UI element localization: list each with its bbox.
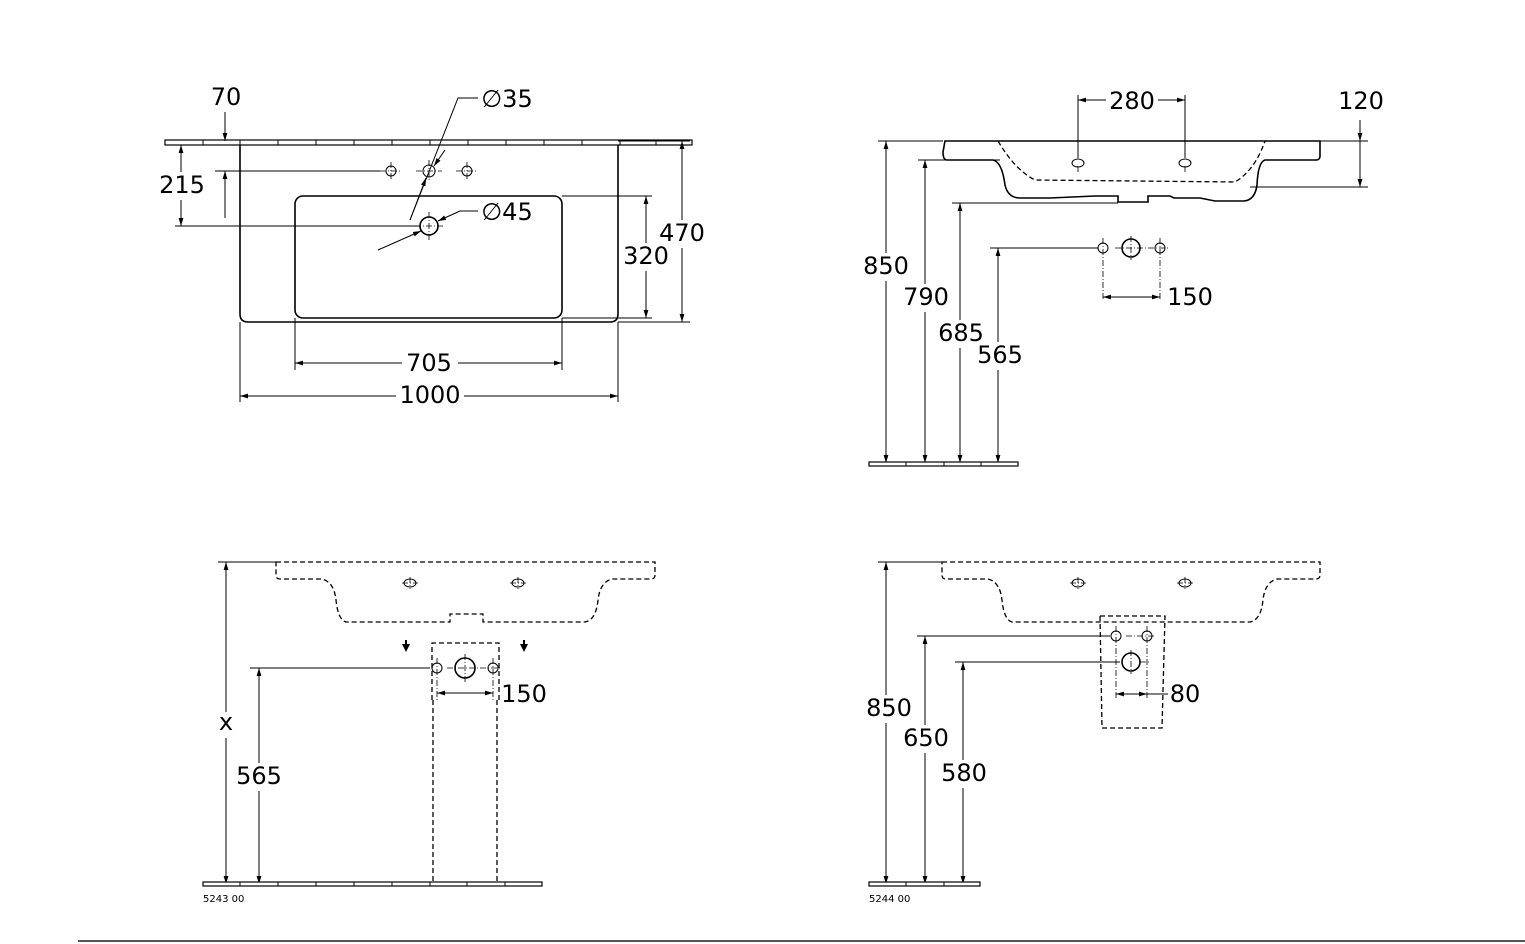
basin-profile — [942, 140, 1321, 203]
dim-150-label: 150 — [1167, 283, 1213, 311]
dim-150-label: 150 — [501, 680, 547, 708]
dim-470-label: 470 — [659, 219, 705, 247]
bowl-outline — [294, 195, 563, 319]
dim-215-label: 215 — [159, 171, 205, 199]
dim-1000-label: 1000 — [399, 381, 460, 409]
wall-plate — [164, 139, 693, 146]
dim-80-label: 80 — [1170, 680, 1201, 708]
dim-320-label: 320 — [623, 242, 669, 270]
connection-holes — [431, 654, 502, 700]
dim-790-label: 790 — [903, 283, 949, 311]
floor-plate — [202, 881, 543, 887]
dim-580-label: 580 — [941, 759, 987, 787]
dim-565-label: 565 — [236, 762, 282, 790]
connection-holes — [1097, 236, 1170, 300]
floor-plate — [868, 461, 1019, 467]
top-view: 70 215 ∅35 ∅45 470 320 705 1000 — [158, 83, 706, 410]
article-code: 5244 00 — [869, 894, 910, 905]
dim-x-label: x — [219, 708, 233, 736]
dim-120-label: 120 — [1338, 87, 1384, 115]
dim-850-label: 850 — [866, 694, 912, 722]
dim-280-label: 280 — [1109, 87, 1155, 115]
connection-holes — [1110, 626, 1156, 700]
article-code: 5243 00 — [203, 894, 244, 905]
dim-70-label: 70 — [211, 83, 242, 111]
dim-565-label: 565 — [977, 341, 1023, 369]
side-view: 280 120 850 790 685 565 150 — [862, 87, 1384, 467]
dim-45-label: ∅45 — [481, 198, 532, 226]
basin-outline — [239, 145, 619, 323]
installation-view-5244: 850 650 580 80 5244 00 — [865, 561, 1321, 905]
dim-850-label: 850 — [863, 252, 909, 280]
floor-plate — [868, 881, 981, 887]
installation-view-5243: x 565 150 5243 00 — [202, 561, 656, 905]
dim-650-label: 650 — [903, 724, 949, 752]
dim-35-label: ∅35 — [481, 85, 532, 113]
dim-705-label: 705 — [406, 349, 452, 377]
